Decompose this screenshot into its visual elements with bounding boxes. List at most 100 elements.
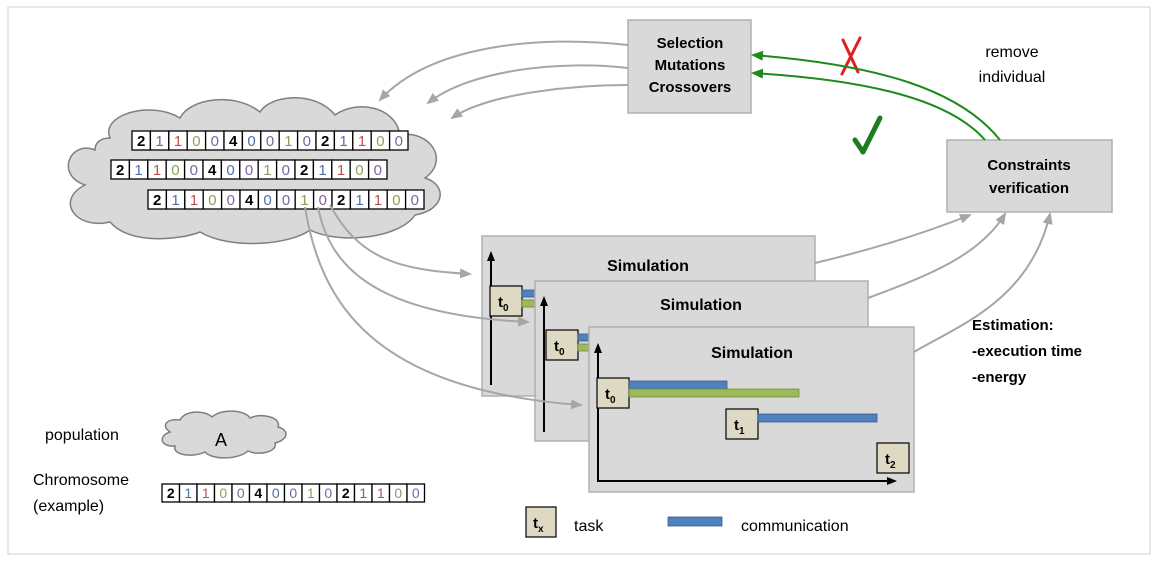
selection-line-2: Mutations	[655, 57, 726, 74]
accept-arrow-1	[751, 50, 1001, 141]
gene-value: 1	[171, 192, 179, 209]
selection-to-population-arrow-3	[450, 84, 629, 120]
gene-value: 1	[337, 162, 345, 179]
cross-icon	[840, 36, 862, 76]
gene-value: 0	[192, 133, 200, 150]
gene-value: 0	[247, 133, 255, 150]
gene-value: 0	[208, 192, 216, 209]
task-t1	[725, 408, 759, 440]
gene-value: 1	[190, 192, 198, 209]
gene-value: 0	[376, 133, 384, 150]
gene-cell	[404, 189, 425, 210]
gene-value: 1	[153, 162, 161, 179]
svg-text:t0: t0	[498, 294, 509, 314]
gene-value: 1	[355, 192, 363, 209]
legend-task-label: task	[574, 518, 604, 535]
selection-to-population-arrow-1	[378, 40, 629, 102]
legend-task-box	[525, 506, 557, 538]
gene-value: 1	[339, 133, 347, 150]
gene-value: 1	[134, 162, 142, 179]
sim3-comm-bar-t0	[628, 380, 728, 390]
gene-cell	[367, 159, 388, 180]
chromosome-label-2: (example)	[33, 498, 104, 515]
gene-value: 0	[272, 485, 280, 501]
svg-text:t1: t1	[734, 417, 745, 437]
check-icon	[852, 115, 883, 155]
gene-value: 1	[359, 485, 367, 501]
gene-value: 0	[355, 162, 363, 179]
gene-value: 0	[171, 162, 179, 179]
remove-label-1: remove	[985, 44, 1038, 61]
gene-value: 0	[211, 133, 219, 150]
gene-value: 0	[412, 485, 420, 501]
gene-value: 2	[116, 162, 124, 179]
simulation-panel-3: Simulation t0 t1 t2	[588, 326, 915, 493]
gene-value: 4	[229, 133, 238, 150]
simulation-to-constraints-arrow-1	[814, 214, 972, 264]
gene-value: 0	[237, 485, 245, 501]
constraints-line-1: Constraints	[987, 157, 1070, 174]
gene-value: 4	[254, 485, 262, 501]
gene-value: 1	[155, 133, 163, 150]
simulation-title-2: Simulation	[660, 297, 742, 314]
gene-value: 2	[342, 485, 350, 501]
task-t0	[596, 377, 630, 409]
gene-value: 1	[263, 162, 271, 179]
gene-value: 1	[174, 133, 182, 150]
estimation-line-3: -energy	[972, 369, 1027, 386]
gene-value: 1	[318, 162, 326, 179]
estimation-line-2: -execution time	[972, 343, 1082, 360]
gene-value: 0	[266, 133, 274, 150]
selection-to-population-arrow-2	[426, 64, 629, 105]
gene-value: 0	[324, 485, 332, 501]
chromosome-label-1: Chromosome	[33, 472, 129, 489]
gene-value: 4	[208, 162, 217, 179]
gene-value: 0	[190, 162, 198, 179]
accept-arrow-2	[751, 68, 986, 141]
simulation-to-constraints-arrow-2	[867, 212, 1007, 299]
gene-value: 0	[282, 192, 290, 209]
gene-value: 0	[289, 485, 297, 501]
gene-cell	[388, 130, 409, 151]
gene-value: 1	[358, 133, 366, 150]
constraints-line-2: verification	[989, 180, 1069, 197]
gene-value: 0	[282, 162, 290, 179]
population-label: population	[45, 427, 119, 444]
gene-value: 0	[263, 192, 271, 209]
population-legend-letter: A	[215, 430, 227, 450]
svg-text:t0: t0	[554, 338, 565, 358]
gene-value: 4	[245, 192, 254, 209]
gene-value: 0	[226, 162, 234, 179]
gene-value: 0	[227, 192, 235, 209]
selection-box	[627, 19, 752, 114]
gene-value: 0	[411, 192, 419, 209]
gene-value: 2	[300, 162, 308, 179]
legend-communication-label: communication	[741, 518, 849, 535]
simulation-title-3: Simulation	[711, 345, 793, 362]
gene-value: 1	[377, 485, 385, 501]
gene-value: 0	[219, 485, 227, 501]
gene-value: 1	[184, 485, 192, 501]
simulation-title-1: Simulation	[607, 258, 689, 275]
svg-text:tx: tx	[533, 515, 544, 535]
gene-value: 1	[202, 485, 210, 501]
selection-line-1: Selection	[657, 35, 724, 52]
legend-communication-bar	[667, 516, 723, 527]
gene-value: 2	[321, 133, 329, 150]
gene-value: 0	[245, 162, 253, 179]
gene-value: 0	[395, 133, 403, 150]
svg-text:t2: t2	[885, 451, 896, 471]
gene-value: 2	[167, 485, 175, 501]
gene-value: 1	[300, 192, 308, 209]
gene-value: 2	[153, 192, 161, 209]
gene-value: 0	[394, 485, 402, 501]
sim3-comm-bar-t1	[757, 413, 878, 423]
estimation-line-1: Estimation:	[972, 317, 1054, 334]
population-to-simulation-arrow-3	[304, 206, 583, 410]
gene-value: 2	[337, 192, 345, 209]
